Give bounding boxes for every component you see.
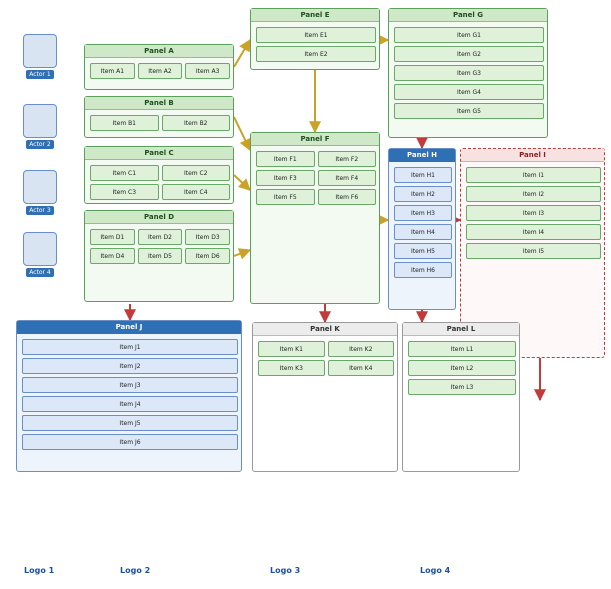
panel-item: Item G2 <box>394 46 544 62</box>
panel-item: Item J5 <box>22 415 238 431</box>
panel-item: Item I1 <box>466 167 601 183</box>
panel-item: Item D2 <box>137 229 183 245</box>
panel-item: Item D1 <box>90 229 135 245</box>
panel-item: Item L2 <box>408 360 516 376</box>
panel-title: Panel I <box>461 149 604 162</box>
panel-title: Panel J <box>17 321 241 334</box>
panel-item: Item D5 <box>137 248 183 264</box>
panel-title: Panel F <box>251 133 379 146</box>
panel-title: Panel C <box>85 147 233 160</box>
actor-4: Actor 4 <box>14 232 66 277</box>
panel-item: Item H3 <box>394 205 452 221</box>
panel-item: Item F4 <box>317 170 376 186</box>
actor-2: Actor 2 <box>14 104 66 149</box>
panel-center-top: Panel E Item E1 Item E2 <box>250 8 380 70</box>
panel-item: Item G3 <box>394 65 544 81</box>
panel-item: Item F5 <box>256 189 315 205</box>
panel-item: Item I4 <box>466 224 601 240</box>
panel-item: Item C3 <box>90 184 159 200</box>
panel-item: Item C1 <box>90 165 159 181</box>
panel-item: Item K1 <box>258 341 325 357</box>
panel-item: Item E2 <box>256 46 376 62</box>
panel-title: Panel G <box>389 9 547 22</box>
panel-item: Item L3 <box>408 379 516 395</box>
panel-item: Item F3 <box>256 170 315 186</box>
panel-item: Item L1 <box>408 341 516 357</box>
panel-item: Item I5 <box>466 243 601 259</box>
connector-arrow <box>233 174 251 191</box>
panel-item: Item J6 <box>22 434 238 450</box>
actor-icon <box>23 34 57 68</box>
panel-title: Panel D <box>85 211 233 224</box>
panel-item: Item J2 <box>22 358 238 374</box>
panel-item: Item D4 <box>90 248 135 264</box>
panel-item: Item A2 <box>137 63 183 79</box>
panel-item: Item H6 <box>394 262 452 278</box>
panel-item: Item K2 <box>327 341 394 357</box>
actor-3: Actor 3 <box>14 170 66 215</box>
panel-item: Item F1 <box>256 151 315 167</box>
connector-arrow <box>233 116 251 152</box>
panel-item: Item I3 <box>466 205 601 221</box>
actor-label: Actor 3 <box>26 206 54 215</box>
panel-item: Item K4 <box>327 360 394 376</box>
actor-icon <box>23 170 57 204</box>
panel-title: Panel B <box>85 97 233 110</box>
panel-title: Panel A <box>85 45 233 58</box>
actor-label: Actor 4 <box>26 268 54 277</box>
connector-arrow <box>233 248 252 260</box>
panel-item: Item J4 <box>22 396 238 412</box>
panel-item: Item C2 <box>161 165 230 181</box>
panel-title: Panel K <box>253 323 397 336</box>
panel-item: Item F6 <box>317 189 376 205</box>
panel-item: Item I2 <box>466 186 601 202</box>
actor-icon <box>23 104 57 138</box>
panel-db: Panel H Item H1 Item H2 Item H3 Item H4 Item … <box>388 148 456 310</box>
panel-item: Item A3 <box>185 63 230 79</box>
panel-item: Item H2 <box>394 186 452 202</box>
panel-item: Item D3 <box>185 229 230 245</box>
panel-title: Panel L <box>403 323 519 336</box>
org-logo: Logo 3 <box>270 566 301 575</box>
panel-item: Item K3 <box>258 360 325 376</box>
panel-item: Item D6 <box>185 248 230 264</box>
panel-item: Item J3 <box>22 377 238 393</box>
panel-item: Item E1 <box>256 27 376 43</box>
panel-item: Item G4 <box>394 84 544 100</box>
panel-item: Item H5 <box>394 243 452 259</box>
connector-arrow <box>233 38 251 68</box>
actor-label: Actor 1 <box>26 70 54 79</box>
actor-icon <box>23 232 57 266</box>
org-logo: Logo 1 <box>24 566 55 575</box>
panel-item: Item G5 <box>394 103 544 119</box>
panel-bottom-left: Panel J Item J1 Item J2 Item J3 Item J4 Item … <box>16 320 242 472</box>
panel-title: Panel E <box>251 9 379 22</box>
panel-item: Item C4 <box>161 184 230 200</box>
panel-item: Item J1 <box>22 339 238 355</box>
panel-title: Panel H <box>389 149 455 162</box>
org-logo: Logo 4 <box>420 566 451 575</box>
panel-item: Item B1 <box>90 115 159 131</box>
actor-label: Actor 2 <box>26 140 54 149</box>
panel-bottom-right: Panel L Item L1 Item L2 Item L3 <box>402 322 520 472</box>
panel-right-top: Panel G Item G1 Item G2 Item G3 Item G4 Item … <box>388 8 548 138</box>
actor-1: Actor 1 <box>14 34 66 79</box>
panel-item: Item H4 <box>394 224 452 240</box>
panel-item: Item B2 <box>161 115 230 131</box>
org-logo: Logo 2 <box>120 566 151 575</box>
panel-item: Item G1 <box>394 27 544 43</box>
panel-item: Item H1 <box>394 167 452 183</box>
panel-item: Item A1 <box>90 63 135 79</box>
panel-item: Item F2 <box>317 151 376 167</box>
